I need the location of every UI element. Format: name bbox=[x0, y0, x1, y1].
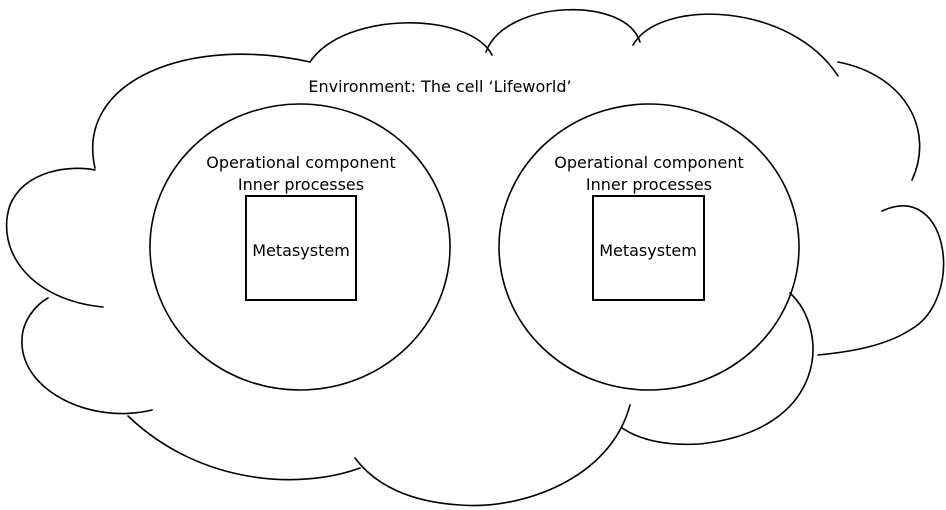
operational-component-label: Operational component bbox=[554, 153, 743, 172]
inner-processes-label: Inner processes bbox=[238, 175, 364, 194]
environment-label: Environment: The cell ‘Lifeworld’ bbox=[308, 77, 571, 96]
system-right: Operational component Inner processes Me… bbox=[498, 103, 800, 391]
metasystem-box bbox=[592, 195, 705, 301]
cloud-lobe-left bbox=[5, 167, 104, 308]
metasystem-label: Metasystem bbox=[599, 241, 697, 260]
cloud-lobe-right-upper bbox=[837, 61, 921, 181]
cloud-lobe-bottom-right bbox=[621, 292, 814, 446]
cloud-lobe-right bbox=[817, 205, 945, 356]
operational-component-circle bbox=[498, 103, 800, 391]
cloud-lobe-top-right bbox=[632, 13, 839, 77]
cloud-lobe-top-middle bbox=[309, 22, 493, 63]
cloud-lobe-top-left bbox=[92, 53, 311, 169]
cloud-lobe-top-center bbox=[485, 8, 641, 53]
operational-component-label: Operational component bbox=[206, 153, 395, 172]
cloud-lobe-bottom-left bbox=[127, 415, 361, 481]
environment-cloud bbox=[5, 8, 945, 507]
cloud-lobe-left-lower bbox=[21, 297, 153, 415]
cloud-lobe-bottom bbox=[354, 404, 631, 507]
metasystem-box bbox=[245, 195, 357, 301]
operational-component-circle bbox=[149, 103, 451, 391]
system-left: Operational component Inner processes Me… bbox=[149, 103, 451, 391]
metasystem-label: Metasystem bbox=[252, 241, 350, 260]
inner-processes-label: Inner processes bbox=[586, 175, 712, 194]
